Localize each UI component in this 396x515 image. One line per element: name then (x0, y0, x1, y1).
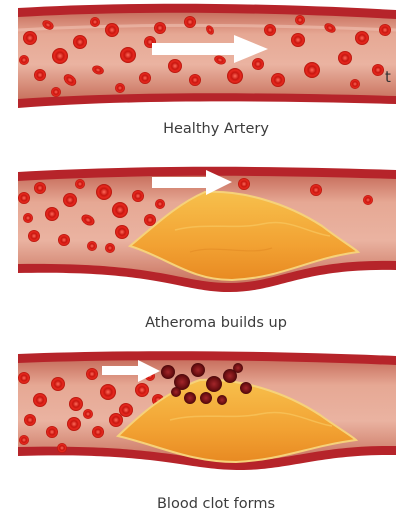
red-blood-cell-icon (271, 73, 285, 87)
red-blood-cell-icon (115, 83, 125, 93)
red-blood-cell-icon (83, 409, 93, 419)
red-blood-cell-icon (120, 47, 136, 63)
red-blood-cell-icon (139, 72, 151, 84)
red-blood-cell-icon (18, 192, 30, 204)
panel-healthy-artery (18, 4, 396, 108)
red-blood-cell-icon (252, 58, 264, 70)
red-blood-cell-icon (92, 426, 104, 438)
red-blood-cell-icon (34, 69, 46, 81)
red-blood-cell-icon (291, 33, 305, 47)
red-blood-cell-icon (69, 397, 83, 411)
red-blood-cell-icon (338, 51, 352, 65)
red-blood-cell-icon (264, 24, 276, 36)
clot-cell-icon (233, 363, 243, 373)
red-blood-cell-icon (227, 68, 243, 84)
caption-atheroma: Atheroma builds up (145, 315, 287, 331)
red-blood-cell-icon (46, 426, 58, 438)
red-blood-cell-icon (73, 35, 87, 49)
caption-blood-clot: Blood clot forms (157, 496, 275, 512)
red-blood-cell-icon (119, 403, 133, 417)
clot-cell-icon (240, 382, 252, 394)
red-blood-cell-icon (33, 393, 47, 407)
red-blood-cell-icon (51, 377, 65, 391)
red-blood-cell-icon (24, 414, 36, 426)
clot-cell-icon (206, 376, 222, 392)
red-blood-cell-icon (87, 241, 97, 251)
red-blood-cell-icon (115, 225, 129, 239)
red-blood-cell-icon (45, 207, 59, 221)
red-blood-cell-icon (112, 202, 128, 218)
clot-cell-icon (191, 363, 205, 377)
red-blood-cell-icon (379, 24, 391, 36)
red-blood-cell-icon (372, 64, 384, 76)
red-blood-cell-icon (100, 384, 116, 400)
clot-cell-icon (200, 392, 212, 404)
red-blood-cell-icon (189, 74, 201, 86)
red-blood-cell-icon (90, 17, 100, 27)
red-blood-cell-icon (155, 199, 165, 209)
red-blood-cell-icon (363, 195, 373, 205)
red-blood-cell-icon (19, 435, 29, 445)
red-blood-cell-icon (105, 23, 119, 37)
red-blood-cell-icon (238, 178, 250, 190)
red-blood-cell-icon (86, 368, 98, 380)
red-blood-cell-icon (304, 62, 320, 78)
red-blood-cell-icon (63, 193, 77, 207)
red-blood-cell-icon (18, 372, 30, 384)
red-blood-cell-icon (144, 214, 156, 226)
red-blood-cell-icon (57, 443, 67, 453)
red-blood-cell-icon (67, 417, 81, 431)
clot-cell-icon (217, 395, 227, 405)
red-blood-cell-icon (28, 230, 40, 242)
red-blood-cell-icon (52, 48, 68, 64)
red-blood-cell-icon (132, 190, 144, 202)
red-blood-cell-icon (75, 179, 85, 189)
panel-blood-clot (18, 351, 396, 470)
red-blood-cell-icon (23, 213, 33, 223)
red-blood-cell-icon (105, 243, 115, 253)
red-blood-cell-icon (19, 55, 29, 65)
edge-text-fragment: t (385, 68, 391, 86)
red-blood-cell-icon (96, 184, 112, 200)
red-blood-cell-icon (310, 184, 322, 196)
clot-cell-icon (171, 387, 181, 397)
clot-cell-icon (184, 392, 196, 404)
panel-atheroma (18, 167, 396, 292)
red-blood-cell-icon (154, 22, 166, 34)
red-blood-cell-icon (51, 87, 61, 97)
red-blood-cell-icon (109, 413, 123, 427)
clot-cell-icon (161, 365, 175, 379)
red-blood-cell-icon (184, 16, 196, 28)
red-blood-cell-icon (355, 31, 369, 45)
red-blood-cell-icon (34, 182, 46, 194)
red-blood-cell-icon (168, 59, 182, 73)
red-blood-cell-icon (23, 31, 37, 45)
caption-healthy-artery: Healthy Artery (163, 121, 269, 137)
red-blood-cell-icon (295, 15, 305, 25)
red-blood-cell-icon (135, 383, 149, 397)
red-blood-cell-icon (350, 79, 360, 89)
red-blood-cell-icon (58, 234, 70, 246)
